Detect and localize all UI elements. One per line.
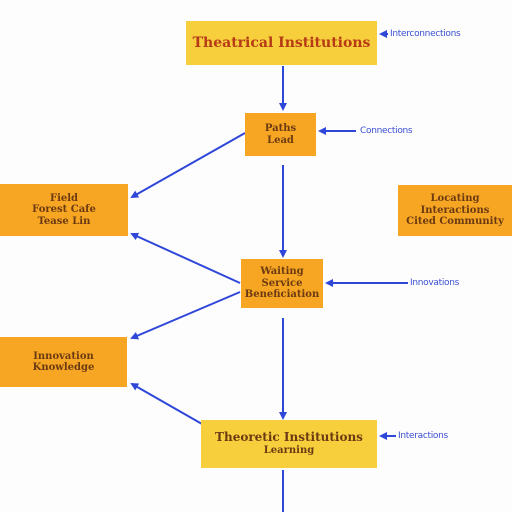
arrow-center-to-left-upper bbox=[132, 234, 240, 283]
side-label-center: Innovations bbox=[410, 278, 459, 288]
left-lower-line1: Innovation bbox=[33, 351, 94, 363]
right-middle-line1: Locating Interactions bbox=[398, 193, 512, 216]
bottom-node: Theoretic Institutions Learning bbox=[201, 420, 377, 468]
right-middle-line2: Cited Community bbox=[406, 216, 504, 228]
second-node-line1: Paths bbox=[265, 123, 296, 135]
left-upper-line2: Forest Cafe bbox=[32, 204, 96, 216]
arrow-bottom-to-left-lower bbox=[132, 384, 202, 424]
right-middle-node: Locating Interactions Cited Community bbox=[398, 185, 512, 236]
top-node: Theatrical Institutions bbox=[186, 21, 377, 65]
top-node-label: Theatrical Institutions bbox=[193, 35, 371, 51]
side-label-second: Connections bbox=[360, 126, 412, 136]
center-node-line1: Waiting Service bbox=[241, 266, 323, 289]
second-node-line2: Lead bbox=[267, 135, 294, 147]
left-upper-line1: Field bbox=[50, 193, 78, 205]
bottom-node-line1: Theoretic Institutions bbox=[215, 431, 363, 445]
arrow-center-to-left-lower bbox=[132, 292, 240, 338]
side-label-top: Interconnections bbox=[390, 29, 460, 39]
left-lower-line2: Knowledge bbox=[33, 362, 95, 374]
center-node-line2: Beneficiation bbox=[245, 289, 319, 301]
center-node: Waiting Service Beneficiation bbox=[241, 259, 323, 308]
arrow-second-to-left-upper bbox=[132, 133, 245, 197]
left-upper-line3: Tease Lin bbox=[38, 216, 91, 228]
second-node: Paths Lead bbox=[245, 113, 316, 156]
left-lower-node: Innovation Knowledge bbox=[0, 337, 127, 387]
left-upper-node: Field Forest Cafe Tease Lin bbox=[0, 184, 128, 236]
bottom-node-line2: Learning bbox=[264, 445, 314, 457]
side-label-bottom: Interactions bbox=[398, 431, 448, 441]
